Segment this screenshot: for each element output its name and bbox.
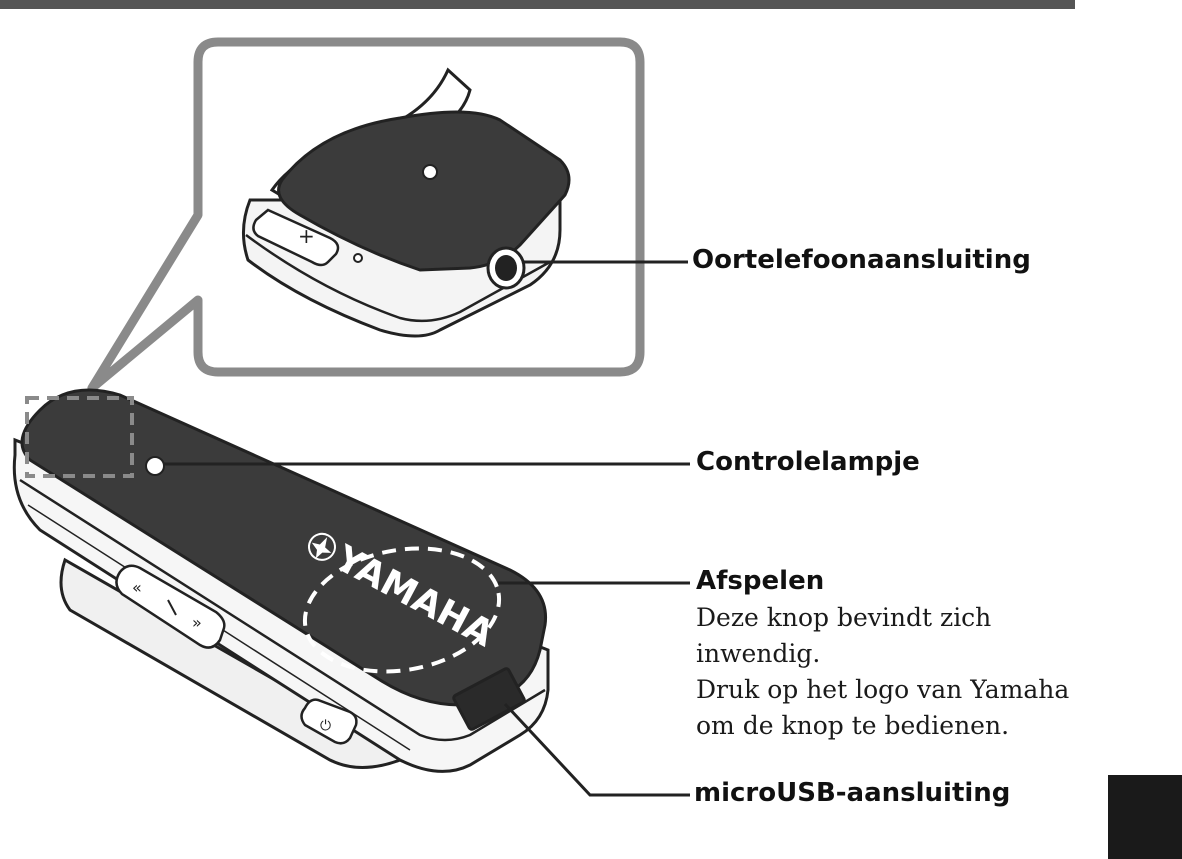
microusb-port: [452, 667, 526, 731]
skip-buttons: « »: [115, 564, 226, 649]
leader-lines: [163, 260, 690, 797]
usb-label: microUSB-aansluiting: [694, 778, 1011, 808]
play-label: Afspelen: [696, 566, 825, 596]
zoom-plus-button: +: [252, 208, 340, 267]
play-description-line: om de knop te bedienen.: [696, 711, 1010, 740]
headphone-jack-icon: [486, 246, 526, 290]
svg-text:«: «: [132, 578, 142, 597]
main-device: « » ⏻ YAMAHA: [12, 388, 550, 773]
top-rule: [0, 0, 1075, 9]
indicator-label: Controlelampje: [696, 447, 920, 477]
play-description-line: inwendig.: [696, 639, 821, 668]
svg-text:»: »: [192, 613, 202, 632]
section-tab-marker: [1108, 775, 1182, 859]
zoom-indicator-dot: [422, 164, 438, 180]
play-description-line: Deze knop bevindt zich: [696, 603, 992, 632]
play-button-dashed-outline: [302, 546, 502, 674]
power-button: ⏻: [300, 698, 358, 745]
svg-text:+: +: [298, 224, 315, 248]
zoom-area-dashed-marker: [25, 396, 134, 478]
svg-text:⏻: ⏻: [320, 718, 331, 734]
indicator-led: [145, 456, 165, 476]
leader-usb: [503, 702, 690, 797]
play-description-line: Druk op het logo van Yamaha: [696, 675, 1070, 704]
headphone-jack-label: Oortelefoonaansluiting: [692, 245, 1031, 275]
play-description: Deze knop bevindt zich inwendig. Druk op…: [696, 600, 1069, 744]
zoomed-device-corner: +: [242, 67, 571, 338]
